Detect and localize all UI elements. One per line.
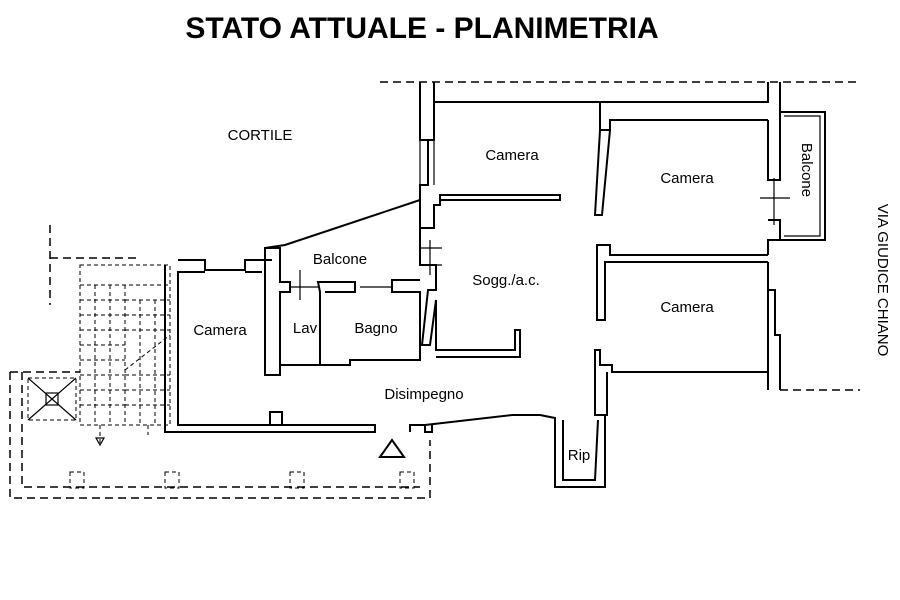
label-soggiorno: Sogg./a.c. bbox=[472, 272, 540, 289]
label-camera-right: Camera bbox=[660, 299, 714, 316]
stairwell bbox=[79, 264, 171, 447]
elevator-shaft bbox=[27, 377, 77, 421]
building-walls bbox=[164, 82, 826, 488]
label-camera-top-right: Camera bbox=[660, 170, 714, 187]
label-camera-left: Camera bbox=[193, 322, 247, 339]
label-street: VIA GIUDICE CHIANO bbox=[874, 204, 891, 357]
entrance-marker-icon bbox=[378, 438, 406, 458]
label-rip: Rip bbox=[568, 447, 591, 464]
label-balcone-center: Balcone bbox=[313, 251, 367, 268]
property-boundary-lines bbox=[9, 81, 860, 499]
label-lav: Lav bbox=[293, 320, 318, 337]
label-camera-top-left: Camera bbox=[485, 147, 539, 164]
label-cortile: CORTILE bbox=[228, 127, 293, 144]
label-balcone-right: Balcone bbox=[798, 143, 815, 197]
page-title: STATO ATTUALE - PLANIMETRIA bbox=[185, 12, 658, 45]
label-bagno: Bagno bbox=[354, 320, 397, 337]
label-disimpegno: Disimpegno bbox=[384, 386, 463, 403]
